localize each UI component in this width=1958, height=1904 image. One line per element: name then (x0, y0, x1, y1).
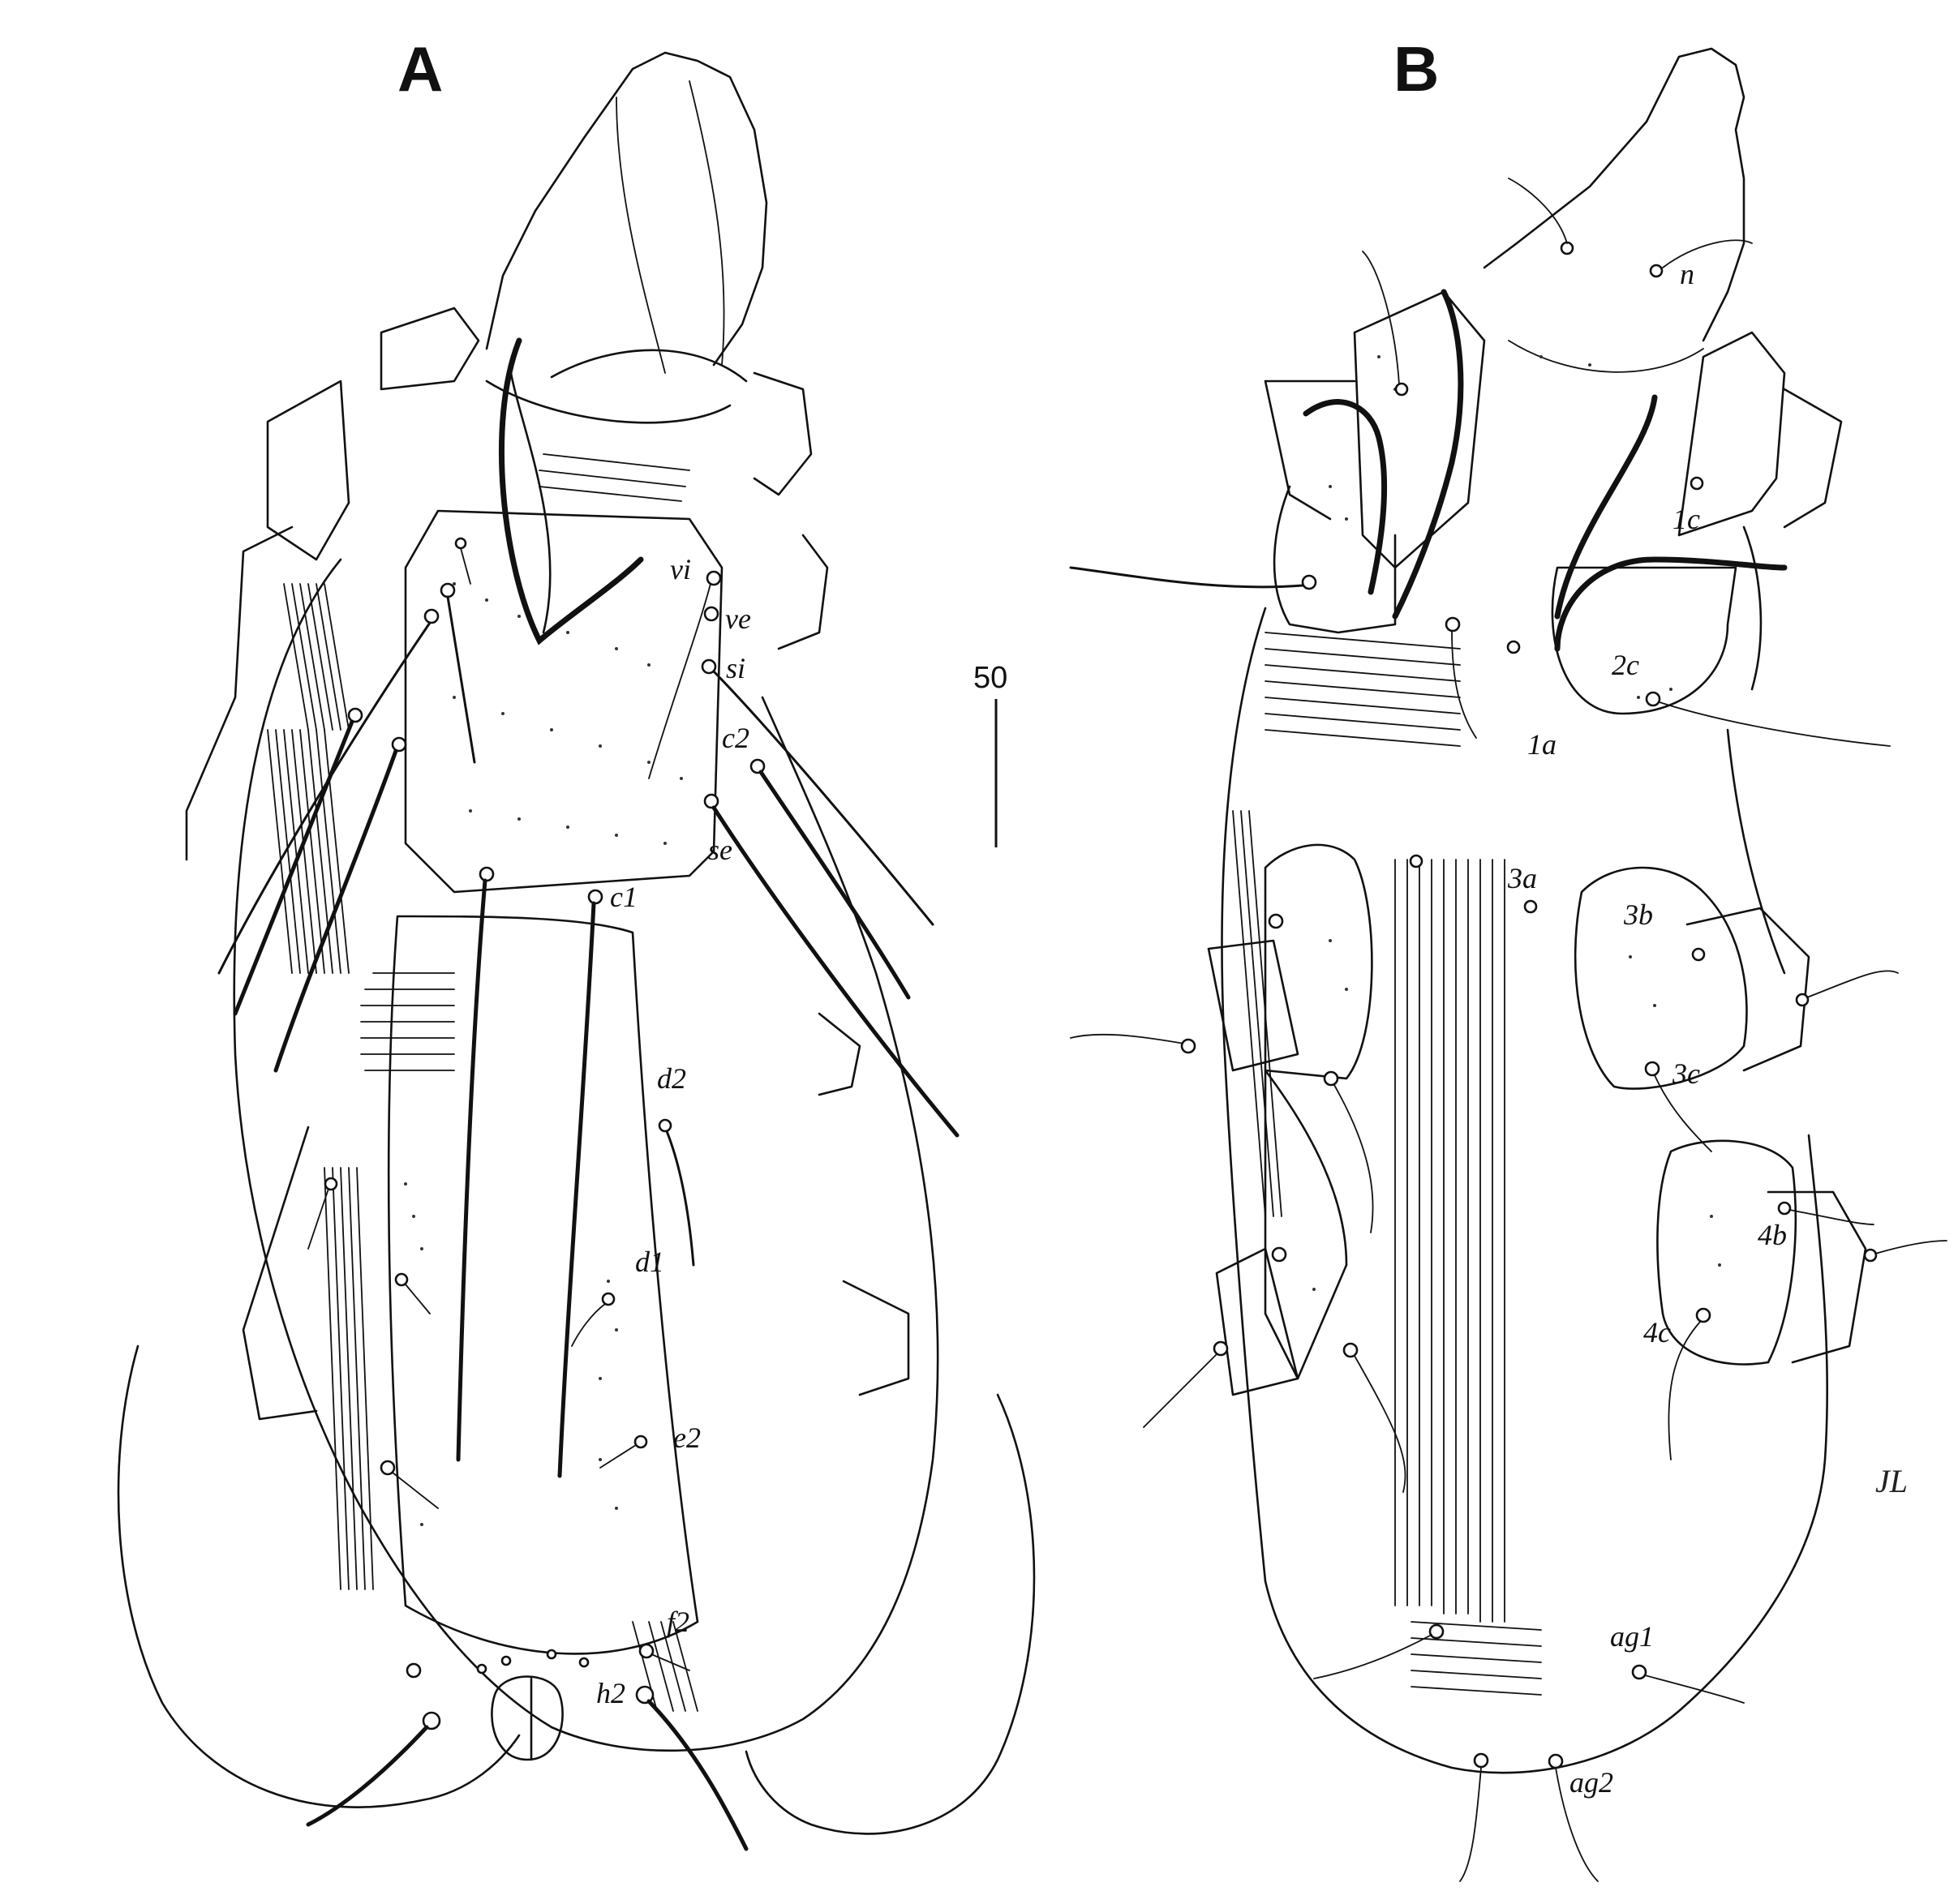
panel-b-striations (1232, 632, 1542, 1696)
label-1a: 1a (1527, 728, 1557, 761)
panel-b-setae (1069, 178, 1947, 1882)
label-e2: e2 (673, 1422, 701, 1454)
panel-b-coxa-right-1 (1677, 331, 1843, 537)
panel-b-coxa-left-2 (1273, 485, 1397, 634)
panel-b-stippling (1312, 355, 1721, 1291)
panel-a-hysterosomal-shield (387, 915, 699, 1655)
panel-a-anal-valves (491, 1675, 564, 1761)
label-d2: d2 (657, 1062, 686, 1095)
panel-b-label: B (1393, 33, 1439, 105)
panel-b-apodeme-right (1554, 394, 1658, 620)
panel-a-leg-left-2 (185, 525, 294, 861)
scale-bar-label: 50 (973, 661, 1007, 695)
panel-a-body-outline (233, 558, 939, 1752)
label-ve: ve (725, 603, 751, 635)
panel-a-seta-labels: vi ve si c2 se c1 d2 d1 e2 f2 h2 (596, 553, 751, 1709)
label-c1: c1 (610, 881, 638, 913)
panel-a: A (117, 33, 1036, 1851)
label-4c: 4c (1643, 1316, 1671, 1349)
label-ag2: ag2 (1569, 1766, 1613, 1799)
panel-a-label: A (397, 33, 443, 105)
panel-b-coxa-right-2 (1551, 566, 1737, 715)
panel-b-coxa-right-3 (1574, 866, 1748, 1090)
panel-b-coxa-right-4 (1656, 1139, 1797, 1366)
panel-b-gnathosoma (1483, 47, 1745, 342)
panel-a-leg-right-1 (753, 371, 829, 650)
label-3b: 3b (1623, 898, 1653, 931)
label-3c: 3c (1672, 1057, 1700, 1090)
panel-b-body-outline (1221, 607, 1829, 1774)
artist-signature: JL (1875, 1463, 1908, 1499)
panel-b-apodeme-left (1303, 399, 1388, 595)
panel-a-gnathosoma (485, 51, 768, 634)
panel-b-coxa-left-4 (1264, 1069, 1348, 1380)
label-vi: vi (670, 553, 691, 585)
label-2c: 2c (1612, 649, 1639, 681)
label-n: n (1680, 258, 1694, 290)
panel-a-peritreme (499, 337, 644, 645)
scale-bar: 50 (973, 661, 1007, 847)
label-c2: c2 (722, 722, 749, 754)
label-ag1: ag1 (1610, 1620, 1654, 1653)
label-4b: 4b (1758, 1219, 1787, 1251)
panel-b-seta-labels: n 1c 2c 1a 3a 3b 3c 4b 4c ag1 ag2 (1507, 258, 1787, 1799)
label-3a: 3a (1507, 862, 1537, 894)
panel-a-stippling (404, 582, 683, 1526)
panel-a-striations (267, 583, 698, 1712)
panel-b: B (1069, 33, 1947, 1882)
label-se: se (708, 834, 732, 866)
label-h2: h2 (596, 1677, 625, 1709)
panel-b-coxa-left-3 (1264, 843, 1373, 1080)
panel-a-leg-left-1 (266, 307, 480, 561)
label-d1: d1 (635, 1246, 664, 1278)
label-1c: 1c (1672, 503, 1700, 535)
panel-a-setae (217, 537, 960, 1851)
label-si: si (726, 652, 745, 684)
label-f2: f2 (667, 1606, 689, 1638)
